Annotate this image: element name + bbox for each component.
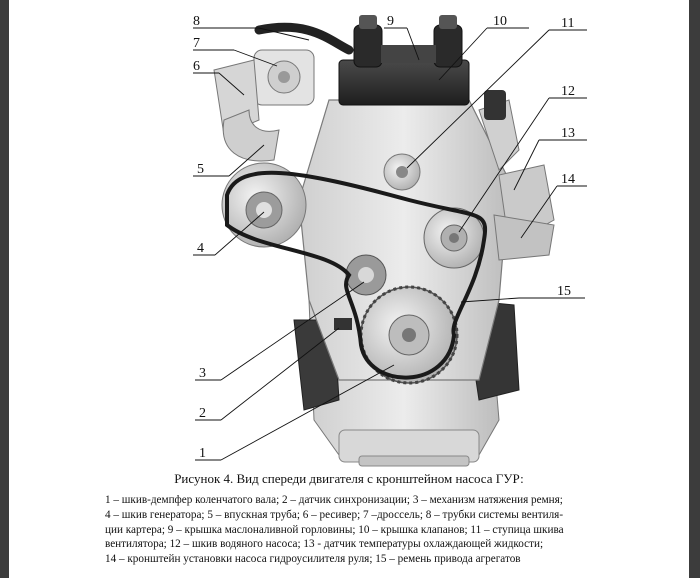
callout-1: 1	[199, 446, 206, 461]
left-window-frame	[0, 0, 9, 578]
callout-8: 8	[193, 14, 200, 29]
legend-line: 4 – шкив генератора; 5 – впускная труба;…	[105, 508, 564, 521]
callout-10: 10	[493, 14, 507, 29]
callout-11: 11	[561, 16, 574, 31]
callout-numbers: 8 7 6 5 4 3 2 1 9 10 11 12 13 14 15	[193, 14, 575, 461]
callout-5: 5	[197, 162, 204, 177]
callout-13: 13	[561, 126, 575, 141]
figure-caption-title: Рисунок 4. Вид спереди двигателя с кронш…	[174, 471, 524, 486]
callout-14: 14	[561, 172, 575, 187]
callout-leader-lines	[193, 27, 587, 461]
callout-3: 3	[199, 366, 206, 381]
legend-line: вентилятора; 12 – шкив водяного насоса; …	[105, 538, 544, 551]
callout-7: 7	[193, 36, 200, 51]
figure-legend: 1 – шкив-демпфер коленчатого вала; 2 – д…	[105, 493, 665, 567]
legend-line: 1 – шкив-демпфер коленчатого вала; 2 – д…	[105, 494, 563, 506]
legend-line: 14 – кронштейн установки насоса гидроуси…	[105, 553, 521, 566]
right-window-frame	[689, 0, 700, 578]
document-page: 8 7 6 5 4 3 2 1 9 10 11 12 13 14 15 Рису…	[9, 0, 689, 578]
callout-15: 15	[557, 284, 571, 299]
callout-12: 12	[561, 84, 575, 99]
engine-front-view-figure: 8 7 6 5 4 3 2 1 9 10 11 12 13 14 15	[193, 14, 587, 467]
callout-6: 6	[193, 59, 200, 74]
legend-line: ции картера; 9 – крышка маслоналивной го…	[105, 523, 564, 536]
callout-2: 2	[199, 406, 206, 421]
callout-9: 9	[387, 14, 394, 29]
engine-drawing	[213, 15, 555, 467]
callout-4: 4	[197, 241, 204, 256]
